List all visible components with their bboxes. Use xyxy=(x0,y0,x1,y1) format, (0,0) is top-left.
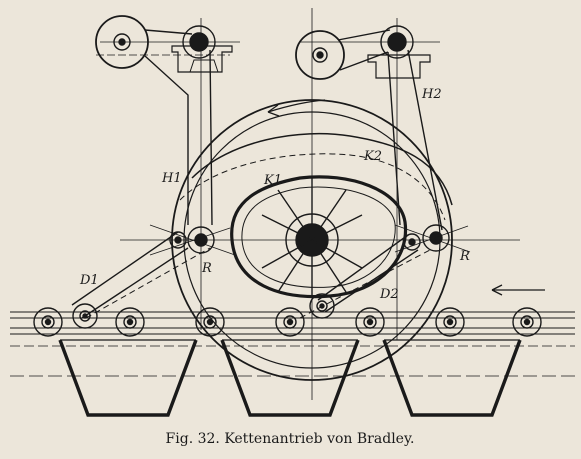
center-lines xyxy=(120,8,520,400)
label-d1: D1 xyxy=(79,273,99,288)
roller xyxy=(72,303,98,329)
label-d2: D2 xyxy=(379,287,399,302)
arrow-left-top-icon xyxy=(267,99,326,117)
roller xyxy=(33,307,63,337)
buckets xyxy=(58,339,522,417)
roller xyxy=(435,307,465,337)
label-r-right: R xyxy=(459,249,470,264)
figure-caption: Fig. 32. Kettenantrieb von Bradley. xyxy=(166,431,415,447)
roller xyxy=(115,307,145,337)
bucket xyxy=(382,339,522,417)
large-wheel xyxy=(171,99,453,381)
pivot-r-right xyxy=(394,224,471,253)
label-h2: H2 xyxy=(421,87,442,102)
lever-h1 xyxy=(95,15,240,226)
label-k1: K1 xyxy=(263,173,282,188)
roller xyxy=(309,293,335,319)
bucket xyxy=(220,339,360,417)
label-r-left: R xyxy=(201,261,212,276)
lever-h2 xyxy=(295,25,443,231)
label-h1: H1 xyxy=(161,171,182,186)
roller xyxy=(195,307,225,337)
roller xyxy=(275,307,305,337)
label-k2: K2 xyxy=(363,149,382,164)
cam-groove-k1 xyxy=(230,175,408,299)
cam-groove-k1-inner xyxy=(241,186,396,288)
arrow-left-right-icon xyxy=(491,284,545,296)
roller xyxy=(512,307,542,337)
roller xyxy=(355,307,385,337)
bucket xyxy=(58,339,198,417)
chain-rollers xyxy=(33,293,542,337)
rod-d1 xyxy=(71,231,211,319)
pivot-r-left xyxy=(149,224,236,256)
cam-groove-k2-dashed xyxy=(179,153,446,221)
cam-groove-k2 xyxy=(191,132,453,206)
